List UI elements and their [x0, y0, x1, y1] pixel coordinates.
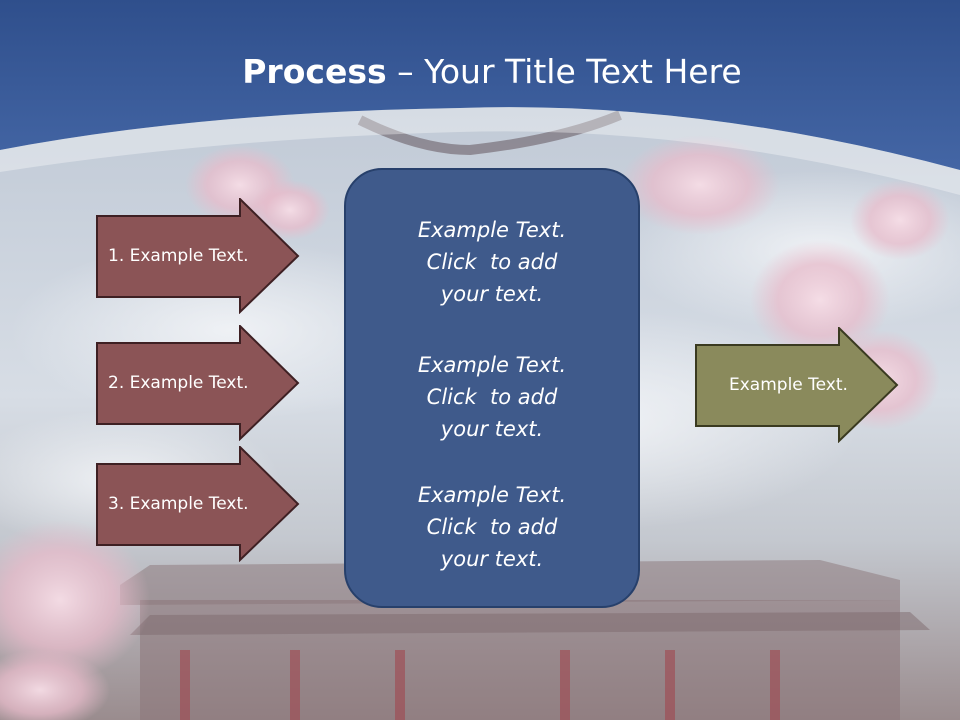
- center-block-3-line-2: Click to add: [426, 515, 558, 539]
- left-arrow-1-label: 1. Example Text.: [108, 246, 249, 266]
- center-block-2: Example Text. Click to add your text.: [346, 349, 638, 445]
- left-arrow-3[interactable]: 3. Example Text.: [96, 446, 300, 562]
- slide-title: Process – Your Title Text Here: [0, 52, 960, 91]
- center-block-3: Example Text. Click to add your text.: [346, 479, 638, 575]
- center-block-2-line-3: your text.: [440, 417, 544, 441]
- title-bold: Process: [242, 52, 387, 91]
- title-rest: – Your Title Text Here: [386, 52, 742, 91]
- center-block-2-line-1: Example Text.: [417, 353, 567, 377]
- center-block-1: Example Text. Click to add your text.: [346, 214, 638, 310]
- center-text-box[interactable]: Example Text. Click to add your text. Ex…: [344, 168, 640, 608]
- center-block-1-line-2: Click to add: [426, 250, 558, 274]
- center-block-3-line-3: your text.: [440, 547, 544, 571]
- center-block-3-line-1: Example Text.: [417, 483, 567, 507]
- left-arrow-1[interactable]: 1. Example Text.: [96, 198, 300, 314]
- arrow-shape: [96, 446, 300, 562]
- arrow-shape: [695, 327, 899, 443]
- center-block-1-line-1: Example Text.: [417, 218, 567, 242]
- left-arrow-2[interactable]: 2. Example Text.: [96, 325, 300, 441]
- center-block-1-line-3: your text.: [440, 282, 544, 306]
- arrow-shape: [96, 198, 300, 314]
- left-arrow-2-label: 2. Example Text.: [108, 373, 249, 393]
- center-block-2-line-2: Click to add: [426, 385, 558, 409]
- right-arrow[interactable]: Example Text.: [695, 327, 899, 443]
- left-arrow-3-label: 3. Example Text.: [108, 494, 249, 514]
- arrow-shape: [96, 325, 300, 441]
- right-arrow-label: Example Text.: [729, 375, 848, 395]
